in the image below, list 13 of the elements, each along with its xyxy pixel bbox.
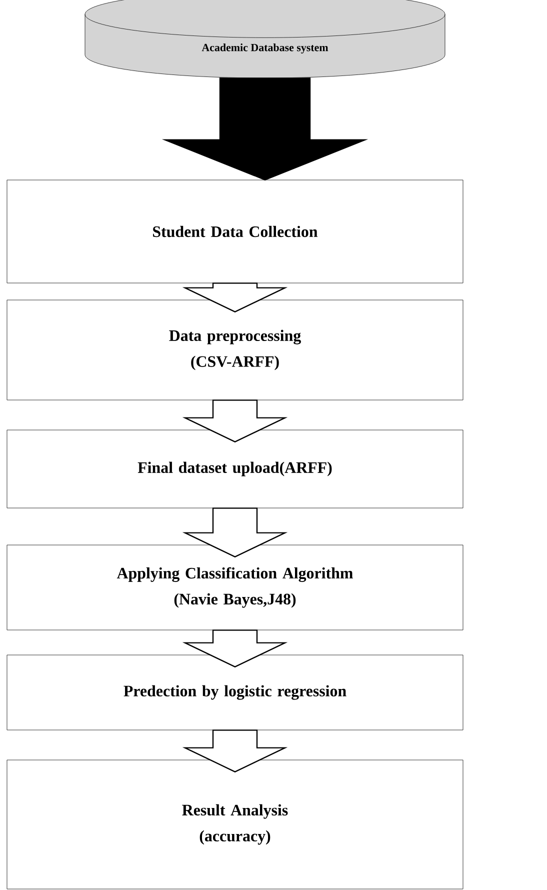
process-box: Student Data Collection (6, 180, 464, 284)
block-arrow (182, 730, 288, 772)
block-arrow (182, 630, 288, 668)
database-cylinder: Academic Database system (84, 0, 446, 78)
process-box: Applying Classification Algorithm (Navie Bayes,J48) (6, 544, 464, 630)
process-box: Result Analysis (accuracy) (6, 760, 464, 890)
block-arrow (182, 508, 288, 558)
block-arrow (182, 282, 288, 312)
process-box: Final dataset upload(ARFF) (6, 430, 464, 508)
block-arrow (182, 400, 288, 442)
block-arrow (162, 78, 368, 180)
process-box: Predection by logistic regression (6, 654, 464, 730)
process-box: Data preprocessing (CSV-ARFF) (6, 300, 464, 400)
